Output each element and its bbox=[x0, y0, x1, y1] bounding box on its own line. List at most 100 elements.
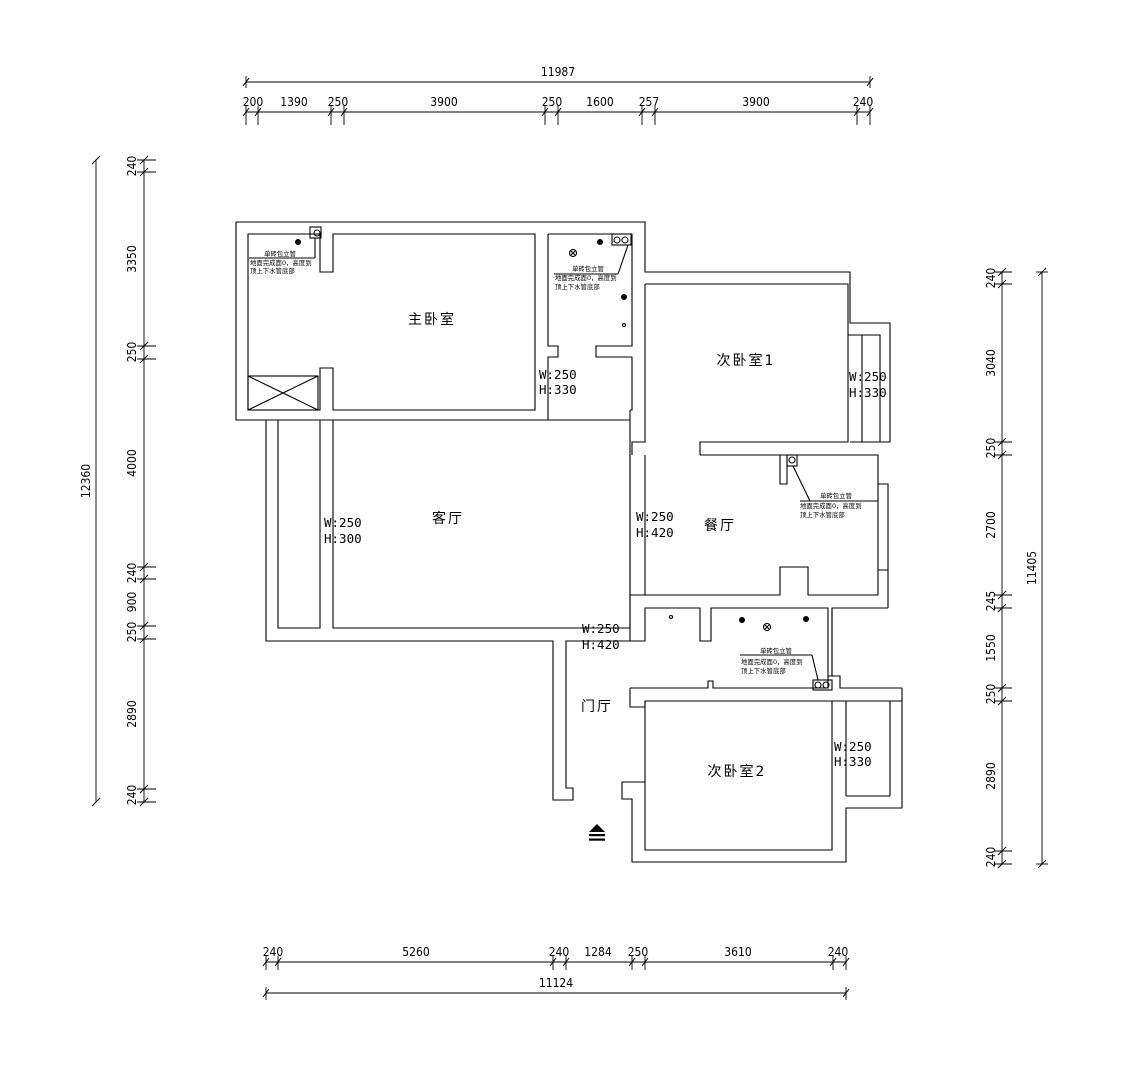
right-dim-3: 250 bbox=[984, 438, 998, 459]
right-dim-5: 245 bbox=[984, 591, 998, 612]
top-dim-8: 3900 bbox=[742, 95, 770, 109]
svg-text:地面完成面0，高度到: 地面完成面0，高度到 bbox=[800, 501, 862, 510]
svg-text:地面完成面0，高度到: 地面完成面0，高度到 bbox=[555, 273, 617, 282]
opening-label-bedroom1: W:250 H:330 bbox=[849, 369, 887, 400]
drain-dot-icon bbox=[739, 617, 745, 623]
top-dim-7: 257 bbox=[639, 95, 660, 109]
right-total-dim: 11405 bbox=[1025, 551, 1039, 585]
pipe-icon bbox=[812, 679, 833, 691]
svg-text:地面完成面0，高度到: 地面完成面0，高度到 bbox=[250, 258, 312, 267]
small-drain-icon bbox=[668, 614, 674, 620]
top-dim-5: 250 bbox=[542, 95, 563, 109]
right-dim-2: 3040 bbox=[984, 349, 998, 377]
svg-text:H:330: H:330 bbox=[539, 382, 577, 397]
svg-text:地面完成面0，高度到: 地面完成面0，高度到 bbox=[741, 657, 803, 666]
room-label-entrance: 门厅 bbox=[581, 699, 613, 715]
pipe-icon bbox=[786, 454, 798, 467]
right-dim-9: 240 bbox=[984, 847, 998, 868]
svg-text:H:330: H:330 bbox=[849, 385, 887, 400]
drain-dot-icon bbox=[803, 616, 809, 622]
left-dimensions: 12360 240 3350 250 4000 bbox=[79, 156, 156, 807]
pipe-note-3: 单砖包立管 地面完成面0，高度到 顶上下水管底部 bbox=[792, 465, 878, 519]
svg-text:单砖包立管: 单砖包立管 bbox=[264, 249, 296, 258]
drain-dot-icon bbox=[621, 294, 627, 300]
top-total-dim: 11987 bbox=[541, 65, 575, 79]
left-total-dim: 12360 bbox=[79, 464, 93, 498]
bottom-dim-2: 5260 bbox=[402, 945, 430, 959]
top-dim-2: 1390 bbox=[280, 95, 308, 109]
opening-label-dining: W:250 H:420 bbox=[636, 509, 674, 540]
drain-dot-icon bbox=[597, 239, 603, 245]
bottom-dim-4: 1284 bbox=[584, 945, 612, 959]
opening-label-bedroom2: W:250 H:330 bbox=[834, 739, 872, 769]
room-label-master-bedroom: 主卧室 bbox=[408, 311, 456, 328]
fixtures bbox=[295, 226, 833, 841]
bottom-dimensions: 240 5260 240 1284 250 3610 240 11124 bbox=[262, 945, 850, 1000]
svg-text:W:250: W:250 bbox=[539, 367, 577, 382]
pipe-icon bbox=[309, 226, 322, 239]
svg-text:H:300: H:300 bbox=[324, 531, 362, 546]
right-dimensions: 240 3040 250 2700 245 1550 250 2890 240 … bbox=[984, 268, 1048, 869]
left-dim-8: 2890 bbox=[125, 700, 139, 728]
svg-text:单砖包立管: 单砖包立管 bbox=[820, 491, 852, 500]
left-dim-9: 240 bbox=[125, 785, 139, 806]
top-dim-4: 3900 bbox=[430, 95, 458, 109]
room-label-dining-room: 餐厅 bbox=[704, 518, 736, 534]
floor-drain-icon bbox=[568, 248, 578, 258]
left-dim-3: 250 bbox=[125, 342, 139, 363]
svg-text:单砖包立管: 单砖包立管 bbox=[572, 264, 604, 273]
pipe-note-2: 单砖包立管 地面完成面0，高度到 顶上下水管底部 bbox=[554, 244, 629, 291]
bottom-dim-6: 3610 bbox=[724, 945, 752, 959]
bottom-dim-1: 240 bbox=[263, 945, 284, 959]
drain-dot-icon bbox=[295, 239, 301, 245]
room-label-bedroom1: 次卧室1 bbox=[717, 352, 776, 369]
opening-label-entrance: W:250 H:420 bbox=[582, 621, 620, 652]
top-dimensions: 11987 200 1390 250 3900 bbox=[242, 65, 874, 125]
bottom-dim-3: 240 bbox=[549, 945, 570, 959]
svg-text:W:250: W:250 bbox=[834, 739, 872, 754]
svg-text:W:250: W:250 bbox=[849, 369, 887, 384]
left-dim-1: 240 bbox=[125, 156, 139, 177]
right-dim-4: 2700 bbox=[984, 511, 998, 539]
svg-text:W:250: W:250 bbox=[636, 509, 674, 524]
svg-text:H:420: H:420 bbox=[582, 637, 620, 652]
svg-text:单砖包立管: 单砖包立管 bbox=[760, 646, 792, 655]
left-dim-4: 4000 bbox=[125, 449, 139, 477]
left-dim-6: 900 bbox=[125, 592, 139, 613]
floor-drain-icon bbox=[762, 622, 772, 632]
svg-text:W:250: W:250 bbox=[324, 515, 362, 530]
pipe-icon bbox=[611, 233, 632, 246]
small-drain-icon bbox=[621, 322, 627, 328]
left-dim-2: 3350 bbox=[125, 245, 139, 273]
left-dim-5: 240 bbox=[125, 563, 139, 584]
pipe-note-1: 单砖包立管 地面完成面0，高度到 顶上下水管底部 bbox=[249, 238, 316, 275]
left-dim-7: 250 bbox=[125, 622, 139, 643]
room-label-bedroom2: 次卧室2 bbox=[708, 763, 767, 780]
svg-text:H:420: H:420 bbox=[636, 525, 674, 540]
room-label-living-room: 客厅 bbox=[432, 510, 464, 527]
right-dim-6: 1550 bbox=[984, 634, 998, 662]
bottom-dim-5: 250 bbox=[628, 945, 649, 959]
right-dim-1: 240 bbox=[984, 268, 998, 289]
pipe-note-4: 单砖包立管 地面完成面0，高度到 顶上下水管底部 bbox=[740, 646, 819, 681]
walls bbox=[235, 221, 903, 863]
right-dim-7: 250 bbox=[984, 684, 998, 705]
bottom-dim-7: 240 bbox=[828, 945, 849, 959]
hatched-box bbox=[247, 375, 319, 411]
svg-text:顶上下水管底部: 顶上下水管底部 bbox=[250, 266, 295, 275]
top-dim-9: 240 bbox=[853, 95, 874, 109]
opening-label-master-bath: W:250 H:330 bbox=[539, 367, 577, 397]
svg-text:顶上下水管底部: 顶上下水管底部 bbox=[741, 666, 786, 675]
svg-text:W:250: W:250 bbox=[582, 621, 620, 636]
right-dim-8: 2890 bbox=[984, 762, 998, 790]
top-dim-6: 1600 bbox=[586, 95, 614, 109]
svg-text:顶上下水管底部: 顶上下水管底部 bbox=[800, 510, 845, 519]
bottom-total-dim: 11124 bbox=[539, 976, 573, 990]
svg-text:顶上下水管底部: 顶上下水管底部 bbox=[555, 282, 600, 291]
opening-label-living: W:250 H:300 bbox=[324, 515, 362, 546]
top-dim-1: 200 bbox=[243, 95, 264, 109]
entrance-arrow-icon bbox=[589, 824, 605, 841]
top-dim-3: 250 bbox=[328, 95, 349, 109]
svg-text:H:330: H:330 bbox=[834, 754, 872, 769]
